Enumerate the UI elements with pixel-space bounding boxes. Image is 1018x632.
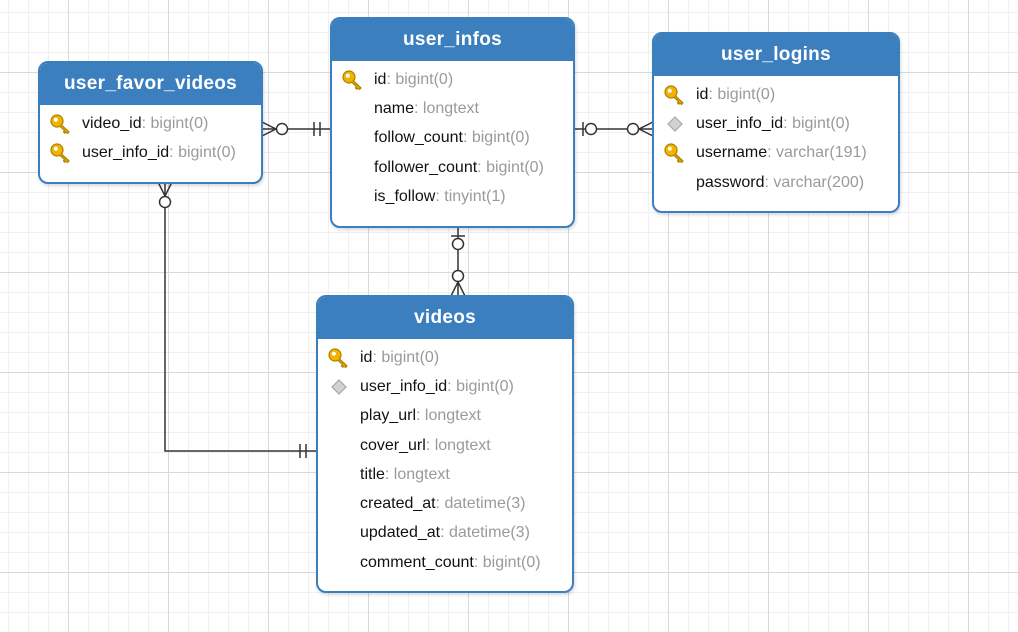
- attribute-row[interactable]: created_at: datetime(3): [318, 489, 572, 518]
- attribute-icon-slot: [662, 172, 688, 194]
- attribute-icon-slot: [326, 552, 352, 574]
- attribute-row[interactable]: user_info_id: bigint(0): [318, 372, 572, 401]
- attribute-list: video_id: bigint(0)user_info_id: bigint(…: [40, 105, 261, 168]
- attribute-name: password: [696, 173, 765, 191]
- attribute-type: : datetime(3): [440, 524, 530, 542]
- attribute-name: follow_count: [374, 129, 463, 147]
- entity-title: user_logins: [654, 34, 898, 76]
- attribute-icon-slot: [340, 186, 366, 208]
- primary-key-icon: [48, 113, 74, 135]
- attribute-name: name: [374, 99, 415, 117]
- attribute-icon-slot: [340, 157, 366, 179]
- attribute-row[interactable]: comment_count: bigint(0): [318, 548, 572, 577]
- attribute-name: created_at: [360, 495, 436, 513]
- attribute-row[interactable]: play_url: longtext: [318, 402, 572, 431]
- attribute-type: : longtext: [384, 465, 450, 483]
- attribute-icon-slot: [340, 127, 366, 149]
- entity-title: user_infos: [332, 19, 573, 61]
- attribute-icon-slot: [326, 464, 352, 486]
- attribute-list: id: bigint(0)user_info_id: bigint(0)play…: [318, 339, 572, 577]
- primary-key-icon: [662, 142, 688, 164]
- entity-videos[interactable]: videos id: bigint(0)user_info_id: bigint…: [316, 295, 574, 593]
- attribute-name: is_follow: [374, 187, 436, 205]
- attribute-name: play_url: [360, 407, 417, 425]
- entity-title: user_favor_videos: [40, 63, 261, 105]
- attribute-type: : bigint(0): [386, 70, 454, 88]
- attribute-icon-slot: [326, 493, 352, 515]
- attribute-type: : bigint(0): [372, 348, 440, 366]
- attribute-name: user_info_id: [696, 114, 784, 132]
- attribute-type: : tinyint(1): [435, 187, 506, 205]
- foreign-key-icon: [326, 376, 352, 398]
- attribute-name: user_info_id: [82, 143, 170, 161]
- attribute-row[interactable]: is_follow: tinyint(1): [332, 182, 573, 211]
- attribute-row[interactable]: title: longtext: [318, 460, 572, 489]
- attribute-icon-slot: [326, 522, 352, 544]
- attribute-name: cover_url: [360, 436, 426, 454]
- foreign-key-icon: [662, 113, 688, 135]
- attribute-type: : datetime(3): [435, 495, 526, 513]
- attribute-name: user_info_id: [360, 377, 448, 395]
- relationship-user-infos-user-logins: [573, 121, 654, 137]
- attribute-name: id: [696, 85, 709, 103]
- relationship-user-infos-videos: [450, 226, 466, 297]
- attribute-type: : bigint(0): [477, 158, 544, 176]
- attribute-row[interactable]: id: bigint(0): [332, 65, 573, 94]
- attribute-type: : longtext: [425, 436, 491, 454]
- attribute-name: title: [360, 465, 385, 483]
- attribute-row[interactable]: username: varchar(191): [654, 139, 898, 168]
- attribute-type: : longtext: [414, 99, 479, 117]
- attribute-icon-slot: [326, 435, 352, 457]
- attribute-name: comment_count: [360, 553, 474, 571]
- relationship-favor-videos-user-infos: [261, 121, 332, 137]
- attribute-type: : varchar(200): [764, 173, 865, 191]
- primary-key-icon: [340, 69, 366, 91]
- attribute-type: : bigint(0): [708, 85, 776, 103]
- attribute-name: id: [360, 348, 373, 366]
- attribute-type: : bigint(0): [462, 129, 530, 147]
- attribute-row[interactable]: follow_count: bigint(0): [332, 124, 573, 153]
- primary-key-icon: [326, 347, 352, 369]
- primary-key-icon: [48, 142, 74, 164]
- entity-user-logins[interactable]: user_logins id: bigint(0)user_info_id: b…: [652, 32, 900, 213]
- attribute-name: username: [696, 144, 768, 162]
- entity-user-favor-videos[interactable]: user_favor_videos video_id: bigint(0)use…: [38, 61, 263, 184]
- attribute-type: : longtext: [416, 407, 481, 425]
- attribute-row[interactable]: user_info_id: bigint(0): [654, 109, 898, 138]
- attribute-row[interactable]: updated_at: datetime(3): [318, 519, 572, 548]
- attribute-name: follower_count: [374, 158, 478, 176]
- attribute-row[interactable]: id: bigint(0): [318, 343, 572, 372]
- attribute-type: : bigint(0): [783, 114, 850, 132]
- attribute-type: : bigint(0): [473, 553, 541, 571]
- attribute-row[interactable]: id: bigint(0): [654, 80, 898, 109]
- attribute-row[interactable]: user_info_id: bigint(0): [40, 138, 261, 167]
- attribute-name: updated_at: [360, 524, 441, 542]
- attribute-type: : varchar(191): [767, 144, 867, 162]
- relationship-favor-videos-videos: [157, 181, 318, 458]
- attribute-name: video_id: [82, 114, 142, 132]
- attribute-row[interactable]: password: varchar(200): [654, 168, 898, 197]
- attribute-list: id: bigint(0)user_info_id: bigint(0)user…: [654, 76, 898, 197]
- attribute-icon-slot: [340, 98, 366, 120]
- attribute-row[interactable]: cover_url: longtext: [318, 431, 572, 460]
- attribute-row[interactable]: name: longtext: [332, 94, 573, 123]
- primary-key-icon: [662, 84, 688, 106]
- entity-title: videos: [318, 297, 572, 339]
- attribute-row[interactable]: video_id: bigint(0): [40, 109, 261, 138]
- attribute-name: id: [374, 70, 387, 88]
- attribute-type: : bigint(0): [141, 114, 209, 132]
- attribute-type: : bigint(0): [447, 377, 514, 395]
- attribute-icon-slot: [326, 405, 352, 427]
- attribute-type: : bigint(0): [169, 143, 236, 161]
- attribute-row[interactable]: follower_count: bigint(0): [332, 153, 573, 182]
